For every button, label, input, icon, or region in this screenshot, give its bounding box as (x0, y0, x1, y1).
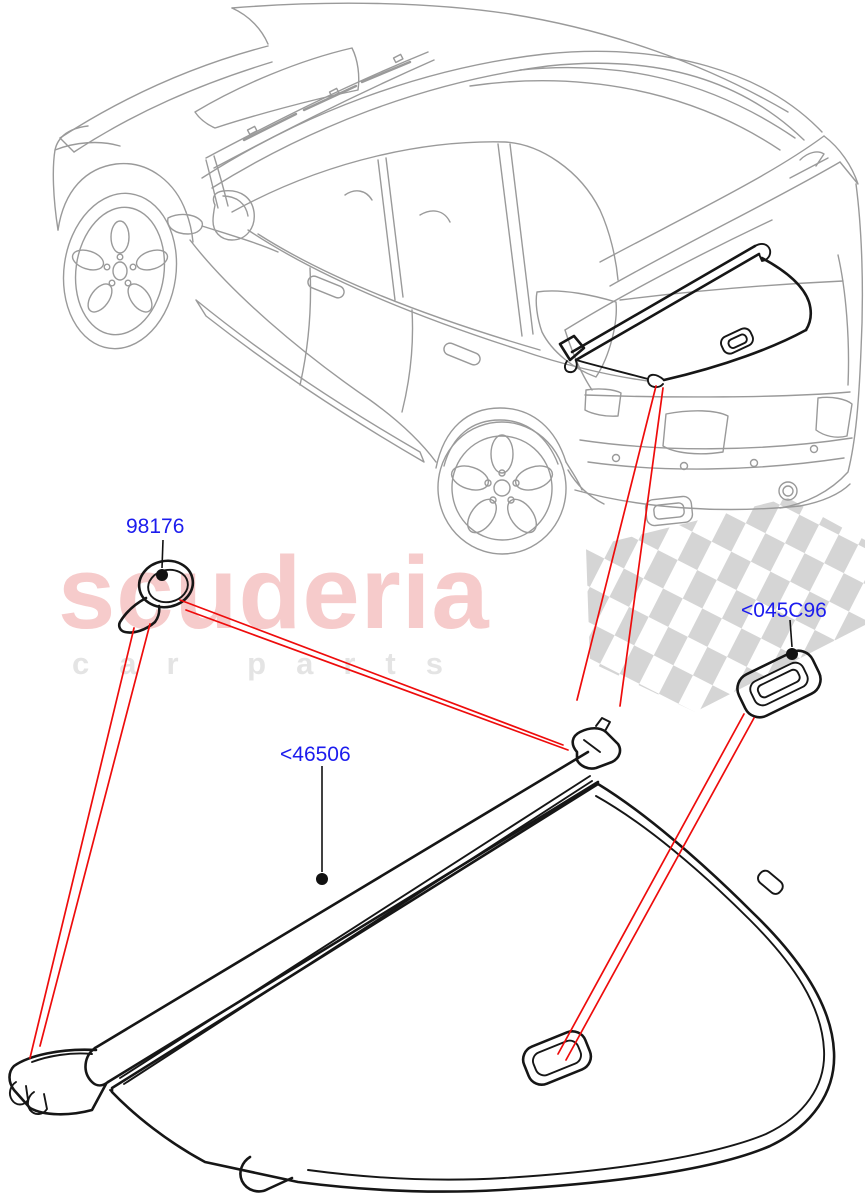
handle-bezel-part (736, 649, 822, 719)
label-leader-045C96 (786, 619, 798, 660)
part-label-46506[interactable]: <46506 (280, 743, 351, 766)
rear-wheel (437, 421, 567, 555)
red-leader-lines (29, 385, 755, 1061)
locating-pin (757, 869, 784, 895)
watermark-tagline: car parts (72, 646, 473, 681)
label-leader-46506 (316, 766, 328, 885)
part-label-045C96[interactable]: <045C96 (741, 599, 827, 622)
installed-load-cover (558, 242, 812, 389)
load-cover-assembly (8, 717, 836, 1193)
mounting-clip-part (117, 559, 195, 634)
vehicle-outline (52, 2, 864, 527)
front-wheel (62, 192, 178, 350)
label-leader-98176 (156, 539, 168, 581)
watermark-brand: scuderia (58, 535, 490, 650)
cover-handle (521, 1030, 593, 1086)
roller-tube (84, 750, 600, 1087)
part-label-98176[interactable]: 98176 (126, 515, 185, 538)
end-cap (8, 1048, 108, 1116)
